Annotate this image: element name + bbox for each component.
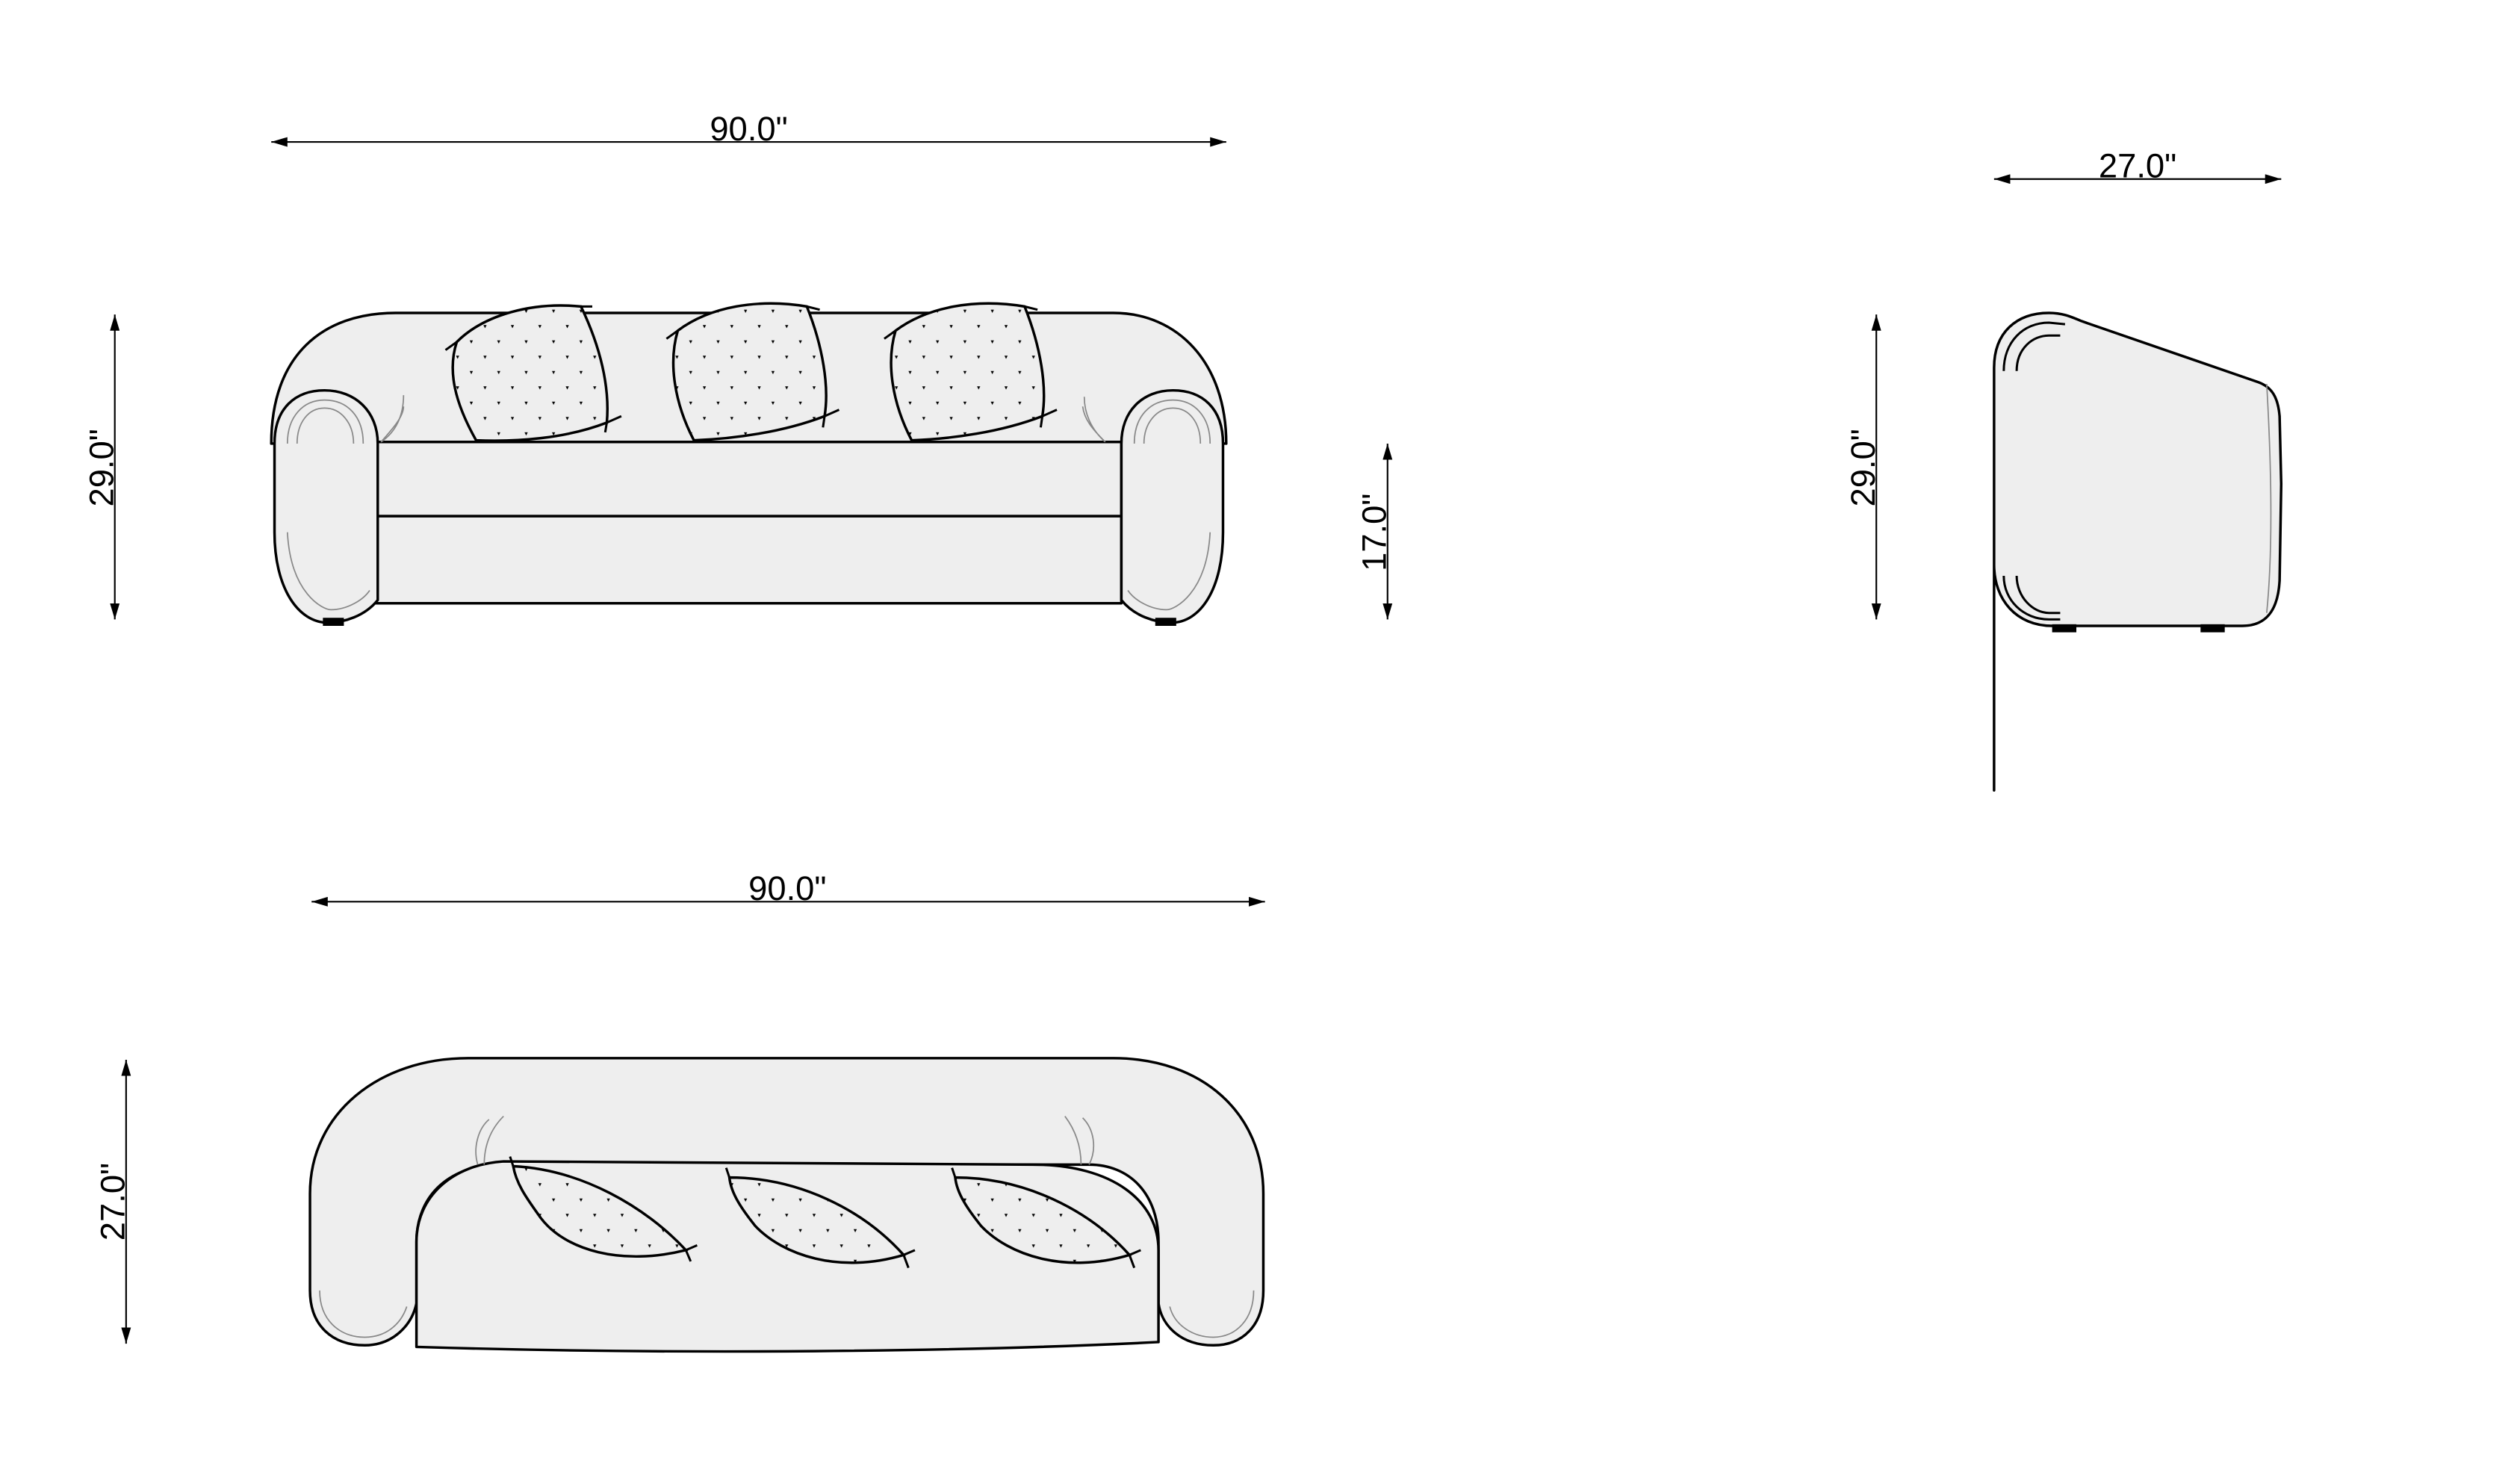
side-body xyxy=(1993,311,2283,792)
top-view: 90.0" 27.0" xyxy=(94,869,1265,1353)
pillow-1 xyxy=(444,304,622,442)
front-foot-left xyxy=(323,618,344,626)
top-outline xyxy=(308,1057,1265,1347)
top-width-label: 90.0" xyxy=(748,869,826,907)
front-view: 90.0" 29.0" 17.0" xyxy=(83,110,1394,626)
left-arm xyxy=(273,388,379,624)
side-depth-label: 27.0" xyxy=(2099,147,2176,185)
seat-height-label: 17.0" xyxy=(1356,494,1394,571)
right-arm xyxy=(1120,388,1225,624)
top-pillow-3 xyxy=(951,1167,1141,1269)
side-foot-front xyxy=(2052,624,2077,633)
front-height-label: 29.0" xyxy=(83,429,121,506)
front-width-label: 90.0" xyxy=(710,110,787,148)
seat-cushion-lower xyxy=(374,515,1123,605)
side-foot-back xyxy=(2200,624,2225,633)
side-view: 27.0" 29.0" xyxy=(1844,147,2283,792)
top-pillow-1 xyxy=(509,1156,698,1262)
top-pillow-2 xyxy=(724,1167,916,1269)
pillow-2 xyxy=(665,302,840,442)
side-height-label: 29.0" xyxy=(1844,429,1882,506)
front-foot-right xyxy=(1155,618,1176,626)
pillow-3 xyxy=(884,302,1058,442)
seat-cushion-upper xyxy=(374,441,1123,518)
top-depth-label: 27.0" xyxy=(94,1163,132,1241)
